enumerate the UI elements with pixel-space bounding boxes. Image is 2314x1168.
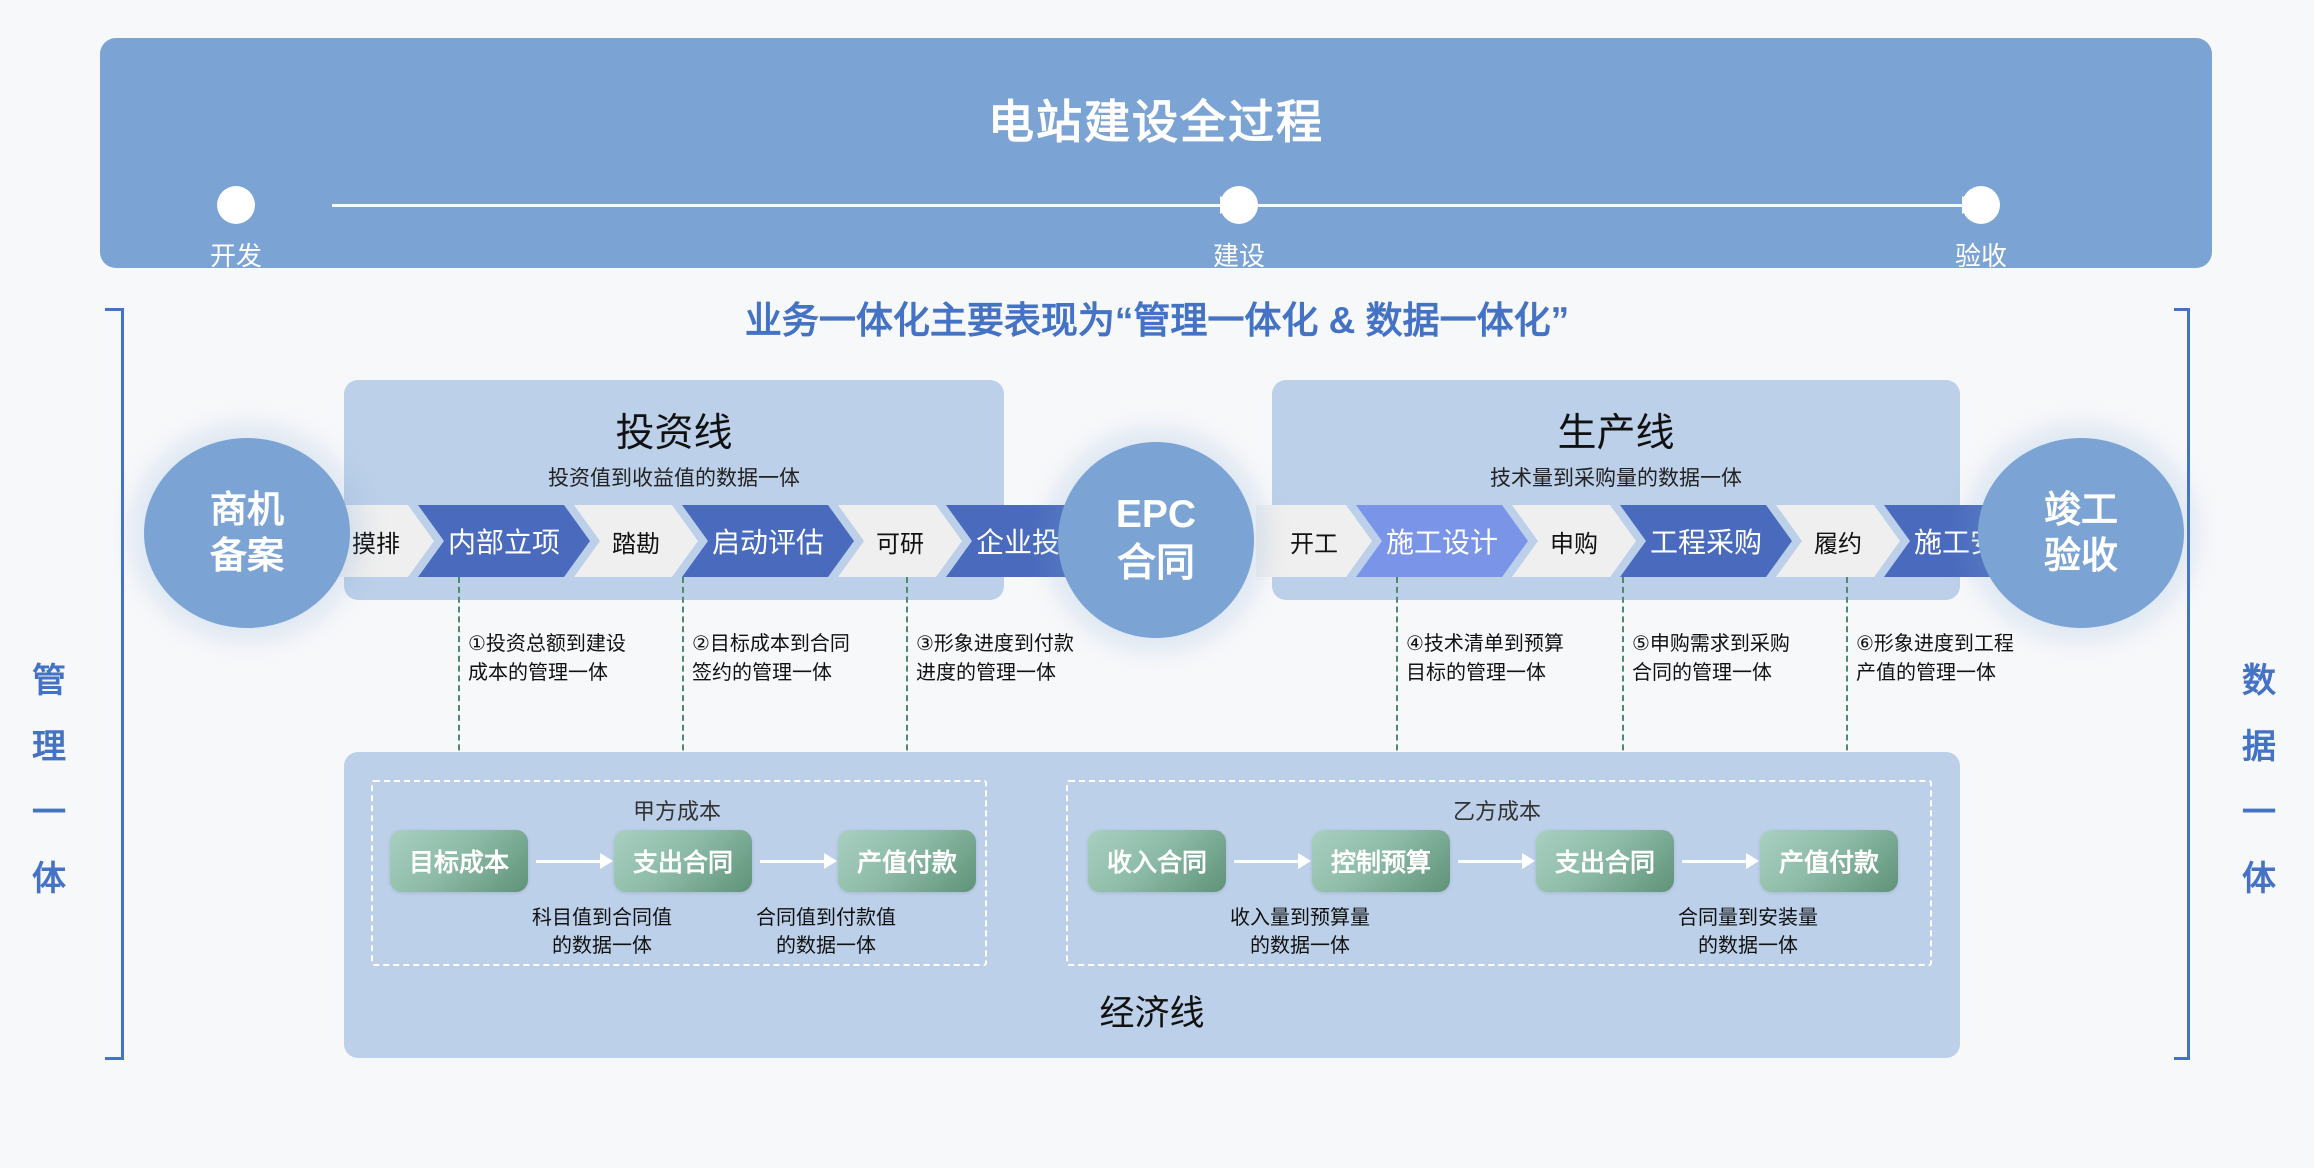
left-side-char-0: 管 [32,662,66,700]
investment-step-strip: 摸排 内部立项 踏勘 启动评估 可研 企业投决 建设 [318,505,1038,577]
right-side-label: 数 据 一 体 [2232,648,2286,912]
note-2: ②目标成本到合同 签约的管理一体 [692,633,850,684]
production-step-3[interactable]: 工程采购 [1620,505,1792,577]
timeline-node-0 [217,186,255,224]
investment-step-1[interactable]: 内部立项 [418,505,590,577]
node-business-registration[interactable]: 商机 备案 [144,438,350,628]
econ-box-output-payment-b[interactable]: 产值付款 [1760,830,1898,892]
node-epc-contract-label: EPC 合同 [1115,493,1197,585]
connector-4 [1396,577,1398,839]
section-title: 业务一体化主要表现为“管理一体化 & 数据一体化” [744,300,1570,341]
production-line-subtitle: 技术量到采购量的数据一体 [1490,467,1742,490]
econ-arrow-b1 [1234,860,1298,863]
timeline-label-2: 验收 [1954,241,2007,271]
left-side-label: 管 理 一 体 [22,648,76,912]
node-completion-acceptance-label: 竣工 验收 [2044,488,2118,576]
econ-note-b1: 收入量到预算量 的数据一体 [1230,907,1370,957]
note-4: ④技术清单到预算 目标的管理一体 [1406,633,1564,684]
econ-note-a1: 科目值到合同值 的数据一体 [532,907,672,957]
node-epc-contract[interactable]: EPC 合同 [1058,442,1254,638]
note-5: ⑤申购需求到采购 合同的管理一体 [1632,633,1790,684]
econ-arrow-a2 [760,860,824,863]
timeline-node-1 [1220,186,1258,224]
timeline-axis [332,204,1980,207]
economic-line-panel: 经济线 甲方成本 目标成本 支出合同 产值付款 科目值到合同值 的数据一体 合同… [344,752,1960,1058]
contractor-cost-group-label: 乙方成本 [1452,799,1541,824]
econ-arrow-b2 [1458,860,1522,863]
investment-line-subtitle: 投资值到收益值的数据一体 [548,467,800,490]
header-banner: 电站建设全过程 开发 建设 验收 [100,38,2212,271]
connector-6 [1846,577,1848,839]
econ-arrow-b3-head-icon [1746,853,1759,869]
econ-arrow-a1 [536,860,600,863]
econ-arrow-b3 [1682,860,1746,863]
right-side-char-3: 体 [2242,860,2276,898]
investment-step-3[interactable]: 启动评估 [682,505,854,577]
investment-step-2[interactable]: 踏勘 [574,505,698,577]
left-side-char-1: 理 [32,728,66,766]
econ-arrow-a2-head-icon [824,853,837,869]
connector-3 [906,577,908,839]
right-side-char-2: 一 [2242,794,2276,832]
timeline-label-1: 建设 [1212,241,1265,271]
node-completion-acceptance[interactable]: 竣工 验收 [1978,438,2184,628]
econ-arrow-a1-head-icon [600,853,613,869]
economic-line-title: 经济线 [1099,994,1205,1033]
left-bracket [98,308,124,1060]
note-3: ③形象进度到付款 进度的管理一体 [916,633,1074,684]
investment-line-title: 投资线 [615,412,733,455]
left-side-char-2: 一 [32,794,66,832]
left-side-char-3: 体 [32,860,66,898]
production-step-2[interactable]: 申购 [1512,505,1636,577]
econ-box-income-contract[interactable]: 收入合同 [1088,830,1226,892]
econ-box-expense-contract-b[interactable]: 支出合同 [1536,830,1674,892]
connector-2 [682,577,684,839]
connector-5 [1622,577,1624,839]
econ-box-control-budget[interactable]: 控制预算 [1312,830,1450,892]
production-step-strip: 开工 施工设计 申购 工程采购 履约 施工安装 并网 [1256,505,2006,577]
econ-box-output-payment-a[interactable]: 产值付款 [838,830,976,892]
right-bracket [2174,308,2213,1060]
owner-cost-group-label: 甲方成本 [632,799,721,824]
econ-note-a2: 合同值到付款值 的数据一体 [756,907,896,957]
econ-arrow-b1-head-icon [1298,853,1311,869]
connector-1 [458,577,460,839]
production-line-title: 生产线 [1557,412,1675,455]
page-title: 电站建设全过程 [988,96,1324,148]
contractor-cost-group [1066,780,1932,966]
timeline-node-2 [1962,186,2000,224]
investment-step-4[interactable]: 可研 [838,505,962,577]
timeline-label-0: 开发 [209,241,262,271]
right-side-char-1: 据 [2242,728,2276,766]
node-business-registration-label: 商机 备案 [210,488,284,576]
production-step-4[interactable]: 履约 [1776,505,1900,577]
econ-box-target-cost[interactable]: 目标成本 [390,830,528,892]
production-step-1[interactable]: 施工设计 [1356,505,1528,577]
owner-cost-group [371,780,987,966]
right-side-char-0: 数 [2242,662,2276,700]
production-step-0[interactable]: 开工 [1256,505,1372,577]
econ-box-expense-contract-a[interactable]: 支出合同 [614,830,752,892]
note-6: ⑥形象进度到工程 产值的管理一体 [1856,633,2014,684]
econ-note-b2: 合同量到安装量 的数据一体 [1678,907,1818,957]
econ-arrow-b2-head-icon [1522,853,1535,869]
note-1: ①投资总额到建设 成本的管理一体 [468,633,626,684]
